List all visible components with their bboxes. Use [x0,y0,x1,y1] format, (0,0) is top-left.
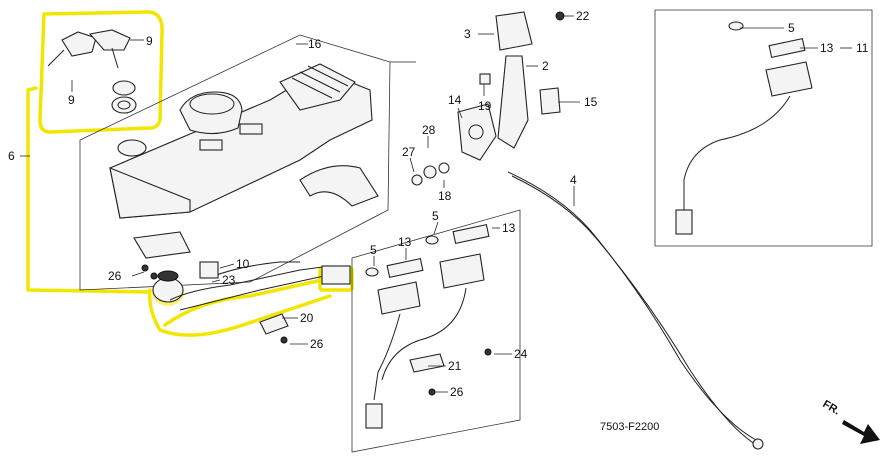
callout-22: 22 [576,9,590,23]
callout-9: 9 [146,34,153,48]
callout-21: 21 [448,359,462,373]
callout-10: 10 [236,257,250,271]
callout-26: 26 [108,269,122,283]
callout-15: 15 [584,95,598,109]
callout-23: 23 [222,273,236,287]
ignition-keys [47,29,137,114]
callout-5: 5 [432,209,439,223]
callout-16: 16 [308,37,322,51]
callout-2: 2 [542,59,549,73]
callout-13: 13 [398,235,412,249]
callout-27: 27 [402,145,416,159]
callout-18: 18 [438,189,452,203]
callout-19: 19 [478,99,492,113]
wire-harness [169,261,351,335]
callout-4: 4 [570,173,577,187]
callout-13: 13 [502,221,516,235]
callout-6: 6 [8,149,15,163]
callout-labels: 16 9 9 6 3 22 2 19 15 14 28 27 18 4 5 13… [8,9,869,399]
callout-26: 26 [310,337,324,351]
callout-24: 24 [514,347,528,361]
callout-14: 14 [448,93,462,107]
callout-3: 3 [464,27,471,41]
cover-panel [109,63,379,219]
callout-20: 20 [300,311,314,325]
callout-5: 5 [370,243,377,257]
callout-5: 5 [788,21,795,35]
callout-11: 11 [856,41,869,55]
throttle-lever [411,11,565,186]
ignition-switch [133,231,191,303]
diagram-code: 7503-F2200 [600,421,659,433]
direction-label: FR. [821,398,842,417]
leader-lines [20,15,852,393]
direction-arrow-icon [842,420,880,444]
kill-switch-lower [365,223,490,429]
front-direction-indicator: FR. [821,398,880,444]
bolts [150,272,492,396]
callout-13: 13 [820,41,834,55]
kill-switch-upper [675,21,813,235]
callout-9: 9 [68,93,75,107]
callout-28: 28 [422,123,436,137]
callout-26: 26 [450,385,464,399]
